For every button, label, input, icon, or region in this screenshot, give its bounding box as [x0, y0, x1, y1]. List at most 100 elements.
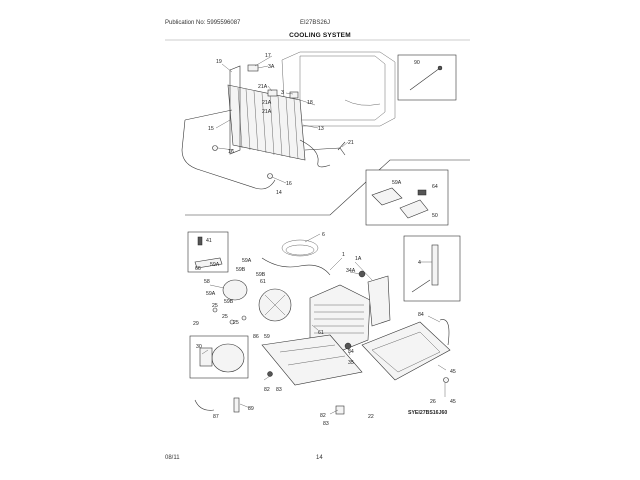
filter-drier-4 [431, 244, 439, 286]
part-50-pad [399, 199, 429, 219]
callout-83-a: 83 [276, 387, 282, 393]
screw-16a [212, 145, 218, 151]
callout-64: 64 [432, 184, 438, 190]
screw-16b [267, 173, 273, 179]
upper-leader-lines [215, 55, 349, 184]
machine-base-pan [261, 334, 363, 386]
callout-14: 14 [276, 190, 282, 196]
callout-30: 30 [196, 344, 202, 350]
callout-4: 4 [418, 260, 421, 266]
callout-35: 35 [348, 360, 354, 366]
callout-34a: 34A [346, 268, 356, 274]
footer-page-number: 14 [316, 455, 323, 461]
callout-59a-3: 59A [206, 291, 216, 297]
callout-59a-1: 59A [242, 258, 252, 264]
callout-6: 6 [322, 232, 325, 238]
screw-25a [241, 315, 247, 321]
thermostat-21 [337, 141, 346, 151]
callout-84: 84 [418, 312, 424, 318]
callout-3: 3 [281, 90, 284, 96]
clip-21a [267, 89, 278, 97]
callout-labels: 17 3A 19 21A 3 21A 18 21A 13 15 16 21 16… [193, 53, 456, 427]
callout-1: 1 [342, 252, 345, 258]
callout-21a-1: 21A [258, 84, 268, 90]
lower-leader-lines [201, 233, 447, 415]
footer-date: 08/11 [165, 455, 180, 461]
inset-box-90 [397, 54, 457, 101]
machine-compartment [189, 239, 451, 415]
callout-1a: 1A [355, 256, 362, 262]
suction-tube [299, 139, 331, 168]
publication-number: Publication No: 5995596087 [165, 20, 241, 26]
fan-motor-bracket [222, 279, 248, 301]
tube-89 [233, 397, 240, 413]
hose-87 [194, 399, 215, 411]
callout-61-a: 61 [260, 279, 266, 285]
screw-82a [267, 371, 273, 377]
clip-18 [289, 91, 299, 99]
part-66 [194, 257, 223, 269]
heater-lead [184, 109, 233, 121]
callout-16-b: 16 [286, 181, 292, 187]
power-cord-6 [261, 257, 331, 276]
callout-66: 66 [195, 266, 201, 272]
drier-tube [411, 279, 431, 293]
page-title: COOLING SYSTEM [289, 32, 351, 39]
screw-25c [212, 307, 218, 313]
callout-45-a: 45 [450, 369, 456, 375]
callout-45-b: 45 [450, 399, 456, 405]
compressor [211, 343, 245, 373]
callout-29: 29 [193, 321, 199, 327]
condenser-fan-blade [264, 294, 286, 316]
condenser-rows [314, 304, 364, 334]
part-59a-tray [371, 187, 403, 206]
section-divider [185, 159, 470, 216]
callout-17: 17 [265, 53, 271, 59]
callout-26: 26 [430, 399, 436, 405]
power-cord-coil [281, 239, 319, 257]
evaporator-fins [237, 87, 299, 160]
callout-50: 50 [432, 213, 438, 219]
callout-59a-2: 59A [210, 262, 220, 268]
callout-21a-2: 21A [262, 100, 272, 106]
callout-83-b: 83 [323, 421, 329, 427]
screw-25b [229, 319, 235, 325]
cabinet-inner-panel [299, 55, 386, 121]
condenser-bracket-1a [367, 275, 391, 327]
callout-82-b: 82 [320, 413, 326, 419]
callout-16-a: 16 [228, 149, 234, 155]
callout-19: 19 [216, 59, 222, 65]
callout-3a: 3A [268, 64, 275, 70]
grommet-45 [443, 377, 449, 383]
callout-59b-1: 59B [236, 267, 246, 273]
callout-21a-3: 21A [262, 109, 272, 115]
compressor-relay-30 [199, 347, 213, 367]
callout-61-b: 61 [318, 330, 324, 336]
model-number: EI27BS26J [300, 20, 331, 26]
tool-90 [409, 67, 441, 91]
callout-87: 87 [213, 414, 219, 420]
callout-41: 41 [206, 238, 212, 244]
callout-86: 86 [253, 334, 259, 340]
callout-15: 15 [208, 126, 214, 132]
callout-13: 13 [318, 126, 324, 132]
callout-59: 59 [264, 334, 270, 340]
drain-trough [344, 99, 381, 106]
part-64 [417, 189, 427, 196]
callout-25-a: 25 [212, 303, 218, 309]
callout-82-a: 82 [264, 387, 270, 393]
callout-59a-box: 59A [392, 180, 402, 186]
drain-pan [361, 321, 451, 381]
evaporator-bracket [229, 65, 241, 155]
callout-59b-3: 59B [224, 299, 234, 305]
foot-22 [335, 405, 345, 415]
callout-59b-2: 59B [256, 272, 266, 278]
diagram-code: SYEI27BS16J60 [408, 410, 447, 416]
callout-18: 18 [307, 100, 313, 106]
clip-17 [247, 64, 259, 72]
callout-25-c: 25 [233, 320, 239, 326]
callout-34: 34 [348, 349, 354, 355]
callout-58: 58 [204, 279, 210, 285]
defrost-heater-wire [181, 119, 276, 190]
